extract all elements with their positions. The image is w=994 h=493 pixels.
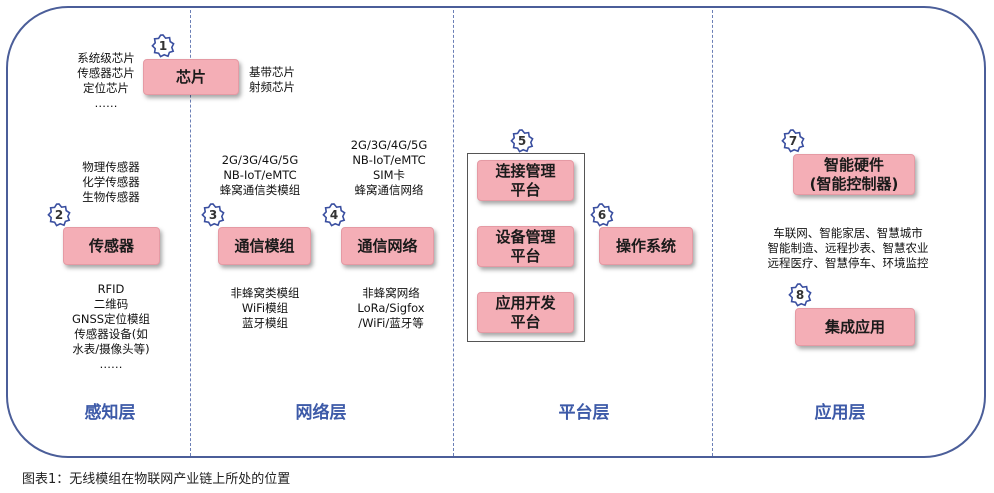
note: 2G/3G/4G/5G: [221, 153, 299, 167]
note: 物理传感器: [82, 160, 140, 174]
number-badge-6: 6: [590, 203, 614, 227]
module-top-notes: 2G/3G/4G/5G NB-IoT/eMTC 蜂窝通信类模组: [205, 153, 315, 198]
number-badge-7: 7: [781, 129, 805, 153]
note: LoRa/Sigfox: [357, 301, 425, 315]
figure-caption: 图表1：无线模组在物联网产业链上所处的位置: [22, 472, 291, 487]
network-box: 通信网络: [341, 227, 434, 265]
module-bottom-notes: 非蜂窝类模组 WiFi模组 蓝牙模组: [210, 286, 320, 331]
note: 传感器设备(如: [74, 327, 148, 341]
box-line: 应用开发: [495, 293, 556, 312]
note: WiFi模组: [241, 301, 289, 315]
note: ……: [94, 96, 118, 110]
box-line: 平台: [510, 246, 541, 265]
box-line: (智能控制器): [809, 174, 899, 193]
layer-divider: [712, 10, 713, 456]
note: 化学传感器: [82, 175, 140, 189]
layer-divider: [453, 10, 454, 456]
connection-platform-box: 连接管理 平台: [477, 160, 574, 201]
box-line: 平台: [510, 180, 541, 199]
note: 车联网、智能家居、智慧城市: [773, 226, 923, 240]
note: 传感器芯片: [77, 66, 135, 80]
chip-box: 芯片: [143, 59, 239, 95]
number-badge-2: 2: [47, 203, 71, 227]
note: 蜂窝通信网络: [354, 183, 424, 197]
note: 非蜂窝网络: [362, 286, 420, 300]
number-badge-3: 3: [201, 203, 225, 227]
note: ……: [99, 357, 123, 371]
chip-left-notes: 系统级芯片 传感器芯片 定位芯片 ……: [56, 51, 156, 111]
note: 射频芯片: [249, 80, 295, 94]
note: 蓝牙模组: [242, 316, 288, 330]
note: SIM卡: [372, 168, 406, 182]
number-badge-4: 4: [322, 203, 346, 227]
network-bottom-notes: 非蜂窝网络 LoRa/Sigfox /WiFi/蓝牙等: [336, 286, 446, 331]
note: 非蜂窝类模组: [230, 286, 300, 300]
note: 系统级芯片: [77, 51, 135, 65]
note: 水表/摄像头等): [72, 342, 150, 356]
note: NB-IoT/eMTC: [352, 153, 426, 167]
note: 智能制造、远程抄表、智慧农业: [767, 241, 929, 255]
note: 定位芯片: [83, 81, 129, 95]
note: NB-IoT/eMTC: [223, 168, 297, 182]
sensor-top-notes: 物理传感器 化学传感器 生物传感器: [61, 160, 161, 205]
number-badge-5: 5: [510, 129, 534, 153]
application-notes: 车联网、智能家居、智慧城市 智能制造、远程抄表、智慧农业 远程医疗、智慧停车、环…: [733, 226, 963, 271]
box-line: 平台: [510, 312, 541, 331]
note: GNSS定位模组: [71, 312, 151, 326]
note: RFID: [97, 282, 125, 296]
platform-group: [467, 153, 585, 342]
smart-hardware-box: 智能硬件 (智能控制器): [793, 154, 915, 195]
note: 蜂窝通信类模组: [219, 183, 301, 197]
layer-label-platform: 平台层: [558, 403, 610, 423]
note: 2G/3G/4G/5G: [350, 138, 428, 152]
number-badge-8: 8: [788, 283, 812, 307]
note: 二维码: [93, 297, 129, 311]
number-badge-1: 1: [151, 34, 175, 58]
layer-label-application: 应用层: [814, 403, 866, 423]
layer-divider: [190, 10, 191, 456]
note: 远程医疗、智慧停车、环境监控: [767, 256, 929, 270]
os-box: 操作系统: [599, 227, 693, 265]
integration-box: 集成应用: [795, 308, 915, 346]
note: 基带芯片: [249, 65, 295, 79]
note: /WiFi/蓝牙等: [358, 316, 424, 330]
box-line: 智能硬件: [823, 155, 884, 174]
chip-right-notes: 基带芯片 射频芯片: [249, 65, 329, 95]
network-top-notes: 2G/3G/4G/5G NB-IoT/eMTC SIM卡 蜂窝通信网络: [334, 138, 444, 198]
box-line: 连接管理: [495, 161, 556, 180]
note: 生物传感器: [82, 190, 140, 204]
box-line: 设备管理: [495, 227, 556, 246]
sensor-bottom-notes: RFID 二维码 GNSS定位模组 传感器设备(如 水表/摄像头等) ……: [51, 282, 171, 372]
module-box: 通信模组: [218, 227, 311, 265]
layer-label-perception: 感知层: [84, 403, 136, 423]
layer-label-network: 网络层: [295, 403, 347, 423]
sensor-box: 传感器: [63, 227, 160, 265]
device-platform-box: 设备管理 平台: [477, 226, 574, 267]
app-dev-platform-box: 应用开发 平台: [477, 292, 574, 333]
